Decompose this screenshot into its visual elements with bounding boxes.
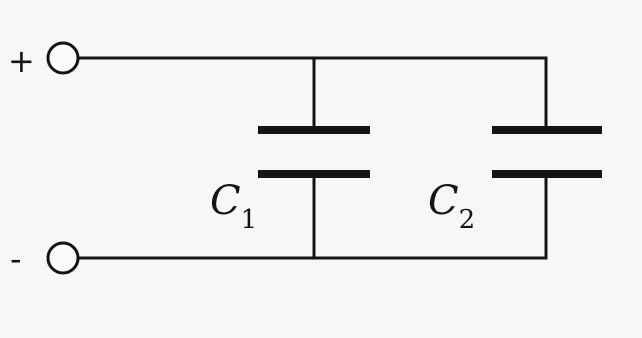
c1-label-subscript: 1 [241, 205, 258, 235]
c2-label: C2 [428, 178, 475, 235]
positive-sign-label: + [8, 42, 35, 80]
c2-label-symbol: C [428, 178, 459, 224]
c2-label-subscript: 2 [459, 205, 476, 235]
positive-terminal [46, 41, 80, 75]
c1-label: C1 [210, 178, 257, 235]
negative-sign-label: - [10, 240, 22, 278]
negative-terminal [46, 241, 80, 275]
top-rail-wire [76, 56, 548, 130]
c1-label-symbol: C [210, 178, 241, 224]
bottom-rail-wire [76, 174, 548, 260]
